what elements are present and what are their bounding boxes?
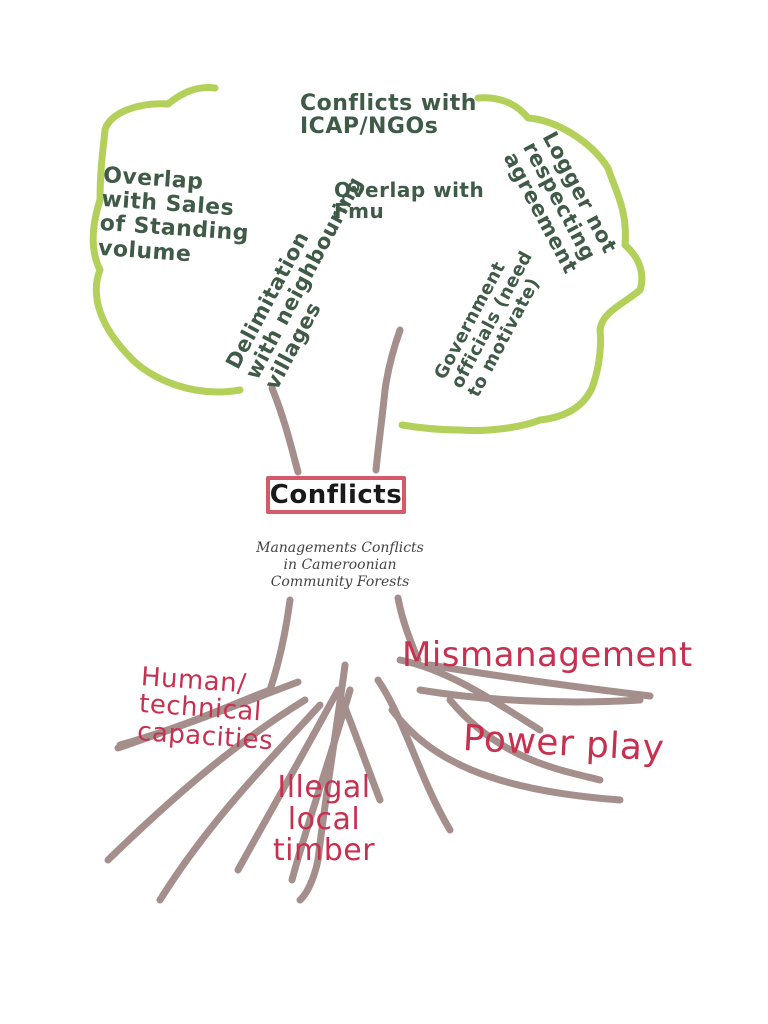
root-label-illegal-local-timber: Illegal local timber <box>272 770 376 868</box>
root <box>234 686 342 874</box>
root <box>104 696 309 864</box>
root <box>114 678 302 752</box>
roots <box>104 656 654 904</box>
trunk-lower-right <box>394 594 422 664</box>
root <box>338 696 384 804</box>
canopy-label-icap-ngos: Conflicts with ICAP/NGOs <box>300 91 477 140</box>
canopy-outline <box>89 84 646 434</box>
root <box>296 661 349 904</box>
subtitle: Managements Conflicts in Cameroonian Com… <box>256 540 424 590</box>
root <box>288 686 354 884</box>
trunk-right <box>372 326 404 474</box>
root <box>388 706 624 804</box>
root <box>396 656 544 734</box>
canopy-label-sales-standing-volume: Overlap with Sales of Standing volume <box>97 163 250 267</box>
trunk-lower-left <box>266 596 294 694</box>
root-label-mismanagement: Mismanagement <box>402 635 693 675</box>
root-label-human-technical-capacities: Human/ technical capacities <box>136 662 275 756</box>
root <box>416 686 644 706</box>
root <box>374 676 454 834</box>
title-box: Conflicts <box>266 476 406 514</box>
root <box>156 701 324 904</box>
canopy-label-overlap-fmu: Overlap with Fmu <box>334 178 485 223</box>
title: Conflicts <box>269 480 403 510</box>
trunk-left <box>268 384 302 476</box>
root <box>426 661 654 700</box>
root <box>446 696 604 784</box>
